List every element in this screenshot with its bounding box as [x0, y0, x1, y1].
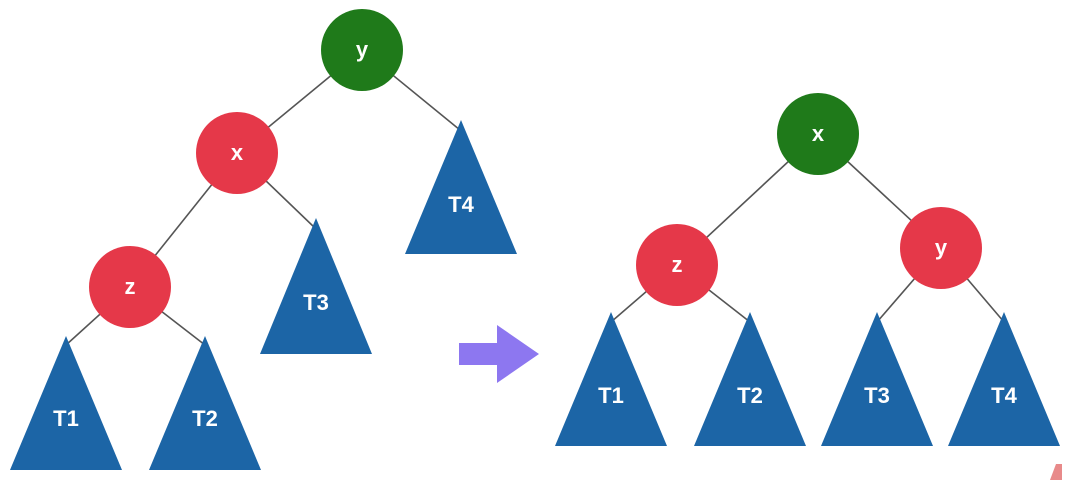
transition-arrow-icon	[459, 325, 539, 383]
node-x-after-label: x	[812, 121, 825, 146]
subtree-t4-label: T4	[448, 192, 474, 217]
node-z-label: z	[125, 274, 136, 299]
subtree-t4-after-triangle	[948, 312, 1060, 446]
subtree-t1-triangle	[10, 336, 122, 470]
subtree-t2-after: T2	[694, 312, 806, 446]
node-z-circle	[89, 246, 171, 328]
subtree-t2: T2	[149, 336, 261, 470]
subtree-t2-after-label: T2	[737, 383, 763, 408]
node-x-label: x	[231, 140, 244, 165]
node-z: z	[89, 246, 171, 328]
node-y-circle	[321, 9, 403, 91]
subtree-t4: T4	[405, 120, 517, 254]
node-y: y	[321, 9, 403, 91]
subtree-t3-after-triangle	[821, 312, 933, 446]
node-z-after: z	[636, 224, 718, 306]
subtree-t1-after-label: T1	[598, 383, 624, 408]
subtree-t3-after-label: T3	[864, 383, 890, 408]
node-y-after-circle	[900, 207, 982, 289]
corner-mark-icon	[1050, 464, 1062, 480]
subtree-t2-triangle	[149, 336, 261, 470]
node-y-after-label: y	[935, 235, 948, 260]
node-x-after: x	[777, 93, 859, 175]
subtree-t3-after: T3	[821, 312, 933, 446]
subtree-t4-after-label: T4	[991, 383, 1017, 408]
subtree-t3: T3	[260, 218, 372, 354]
subtree-t3-triangle	[260, 218, 372, 354]
after-tree: T1 T2 T3 T4 x z y	[555, 93, 1060, 446]
subtree-t2-after-triangle	[694, 312, 806, 446]
subtree-t1: T1	[10, 336, 122, 470]
subtree-t1-after-triangle	[555, 312, 667, 446]
arrow-shape	[459, 325, 539, 383]
subtree-t3-label: T3	[303, 290, 329, 315]
node-y-label: y	[356, 37, 369, 62]
subtree-t4-triangle	[405, 120, 517, 254]
subtree-t2-label: T2	[192, 406, 218, 431]
subtree-t4-after: T4	[948, 312, 1060, 446]
node-x: x	[196, 112, 278, 194]
before-tree: T1 T2 T3 T4 y x z	[10, 9, 517, 470]
subtree-t1-label: T1	[53, 406, 79, 431]
node-z-after-circle	[636, 224, 718, 306]
node-x-circle	[196, 112, 278, 194]
subtree-t1-after: T1	[555, 312, 667, 446]
node-y-after: y	[900, 207, 982, 289]
node-x-after-circle	[777, 93, 859, 175]
node-z-after-label: z	[672, 252, 683, 277]
